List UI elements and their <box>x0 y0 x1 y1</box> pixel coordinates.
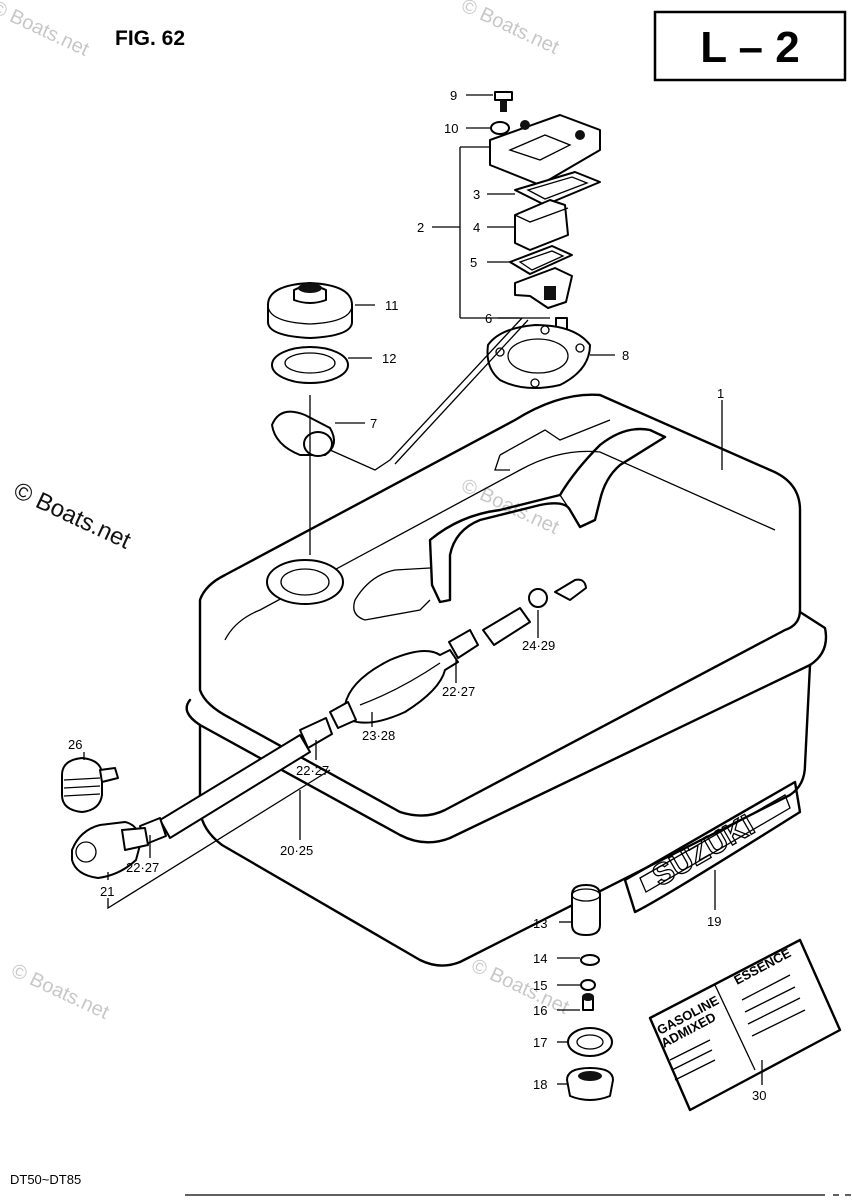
callout-label: 6 <box>485 311 492 326</box>
callout-label: 8 <box>622 348 629 363</box>
watermark-text: © Boats.net <box>458 0 563 59</box>
callout-label: 22·27 <box>296 763 329 778</box>
callout-label: 21 <box>100 884 114 899</box>
callout-label: 22·27 <box>442 684 475 699</box>
callout-label: 11 <box>385 298 399 313</box>
callout-labels: 9 10 3 2 4 5 6 11 12 8 7 1 24·29 22·27 2… <box>68 88 766 1103</box>
callout-label: 17 <box>533 1035 547 1050</box>
callout-label: 7 <box>370 416 377 431</box>
essence-title: ESSENCE <box>731 945 793 988</box>
fuel-tank <box>185 393 828 967</box>
callout-label: 9 <box>450 88 457 103</box>
section-box <box>653 10 847 82</box>
suzuki-decal: SUZUKI <box>623 780 802 914</box>
callout-label: 19 <box>707 914 721 929</box>
callout-label: 1 <box>717 386 724 401</box>
callout-label: 4 <box>473 220 480 235</box>
callout-label: 5 <box>470 255 477 270</box>
callout-label: 26 <box>68 737 82 752</box>
callout-label: 23·28 <box>362 728 395 743</box>
watermark-text: © Boats.net <box>9 477 135 555</box>
callout-label: 12 <box>382 351 396 366</box>
callout-label: 30 <box>752 1088 766 1103</box>
model-range: DT50~DT85 <box>10 1172 81 1187</box>
watermark-text: © Boats.net <box>468 955 573 1019</box>
callout-label: 14 <box>533 951 547 966</box>
drain-parts <box>566 884 614 1101</box>
callout-label: 2 <box>417 220 424 235</box>
fuel-gauge-assembly <box>271 91 601 471</box>
callout-label: 13 <box>533 916 547 931</box>
gasoline-label: GASOLINE ADMIXED ESSENCE <box>648 938 842 1112</box>
filler-cap <box>267 282 353 555</box>
callout-label: 20·25 <box>280 843 313 858</box>
callout-label: 24·29 <box>522 638 555 653</box>
figure-number: FIG. 62 <box>115 27 185 50</box>
decal-brand: SUZUKI <box>647 809 760 893</box>
leader-lines <box>83 94 852 1196</box>
callout-label: 3 <box>473 187 480 202</box>
callout-label: 18 <box>533 1077 547 1092</box>
section-code: L – 2 <box>700 23 799 72</box>
watermark-text: © Boats.net <box>0 0 93 61</box>
callout-label: 10 <box>444 121 458 136</box>
watermark-text: © Boats.net <box>8 960 113 1024</box>
callout-label: 22·27 <box>126 860 159 875</box>
callout-label: 16 <box>533 1003 547 1018</box>
callout-label: 15 <box>533 978 547 993</box>
fuel-line <box>61 588 548 879</box>
